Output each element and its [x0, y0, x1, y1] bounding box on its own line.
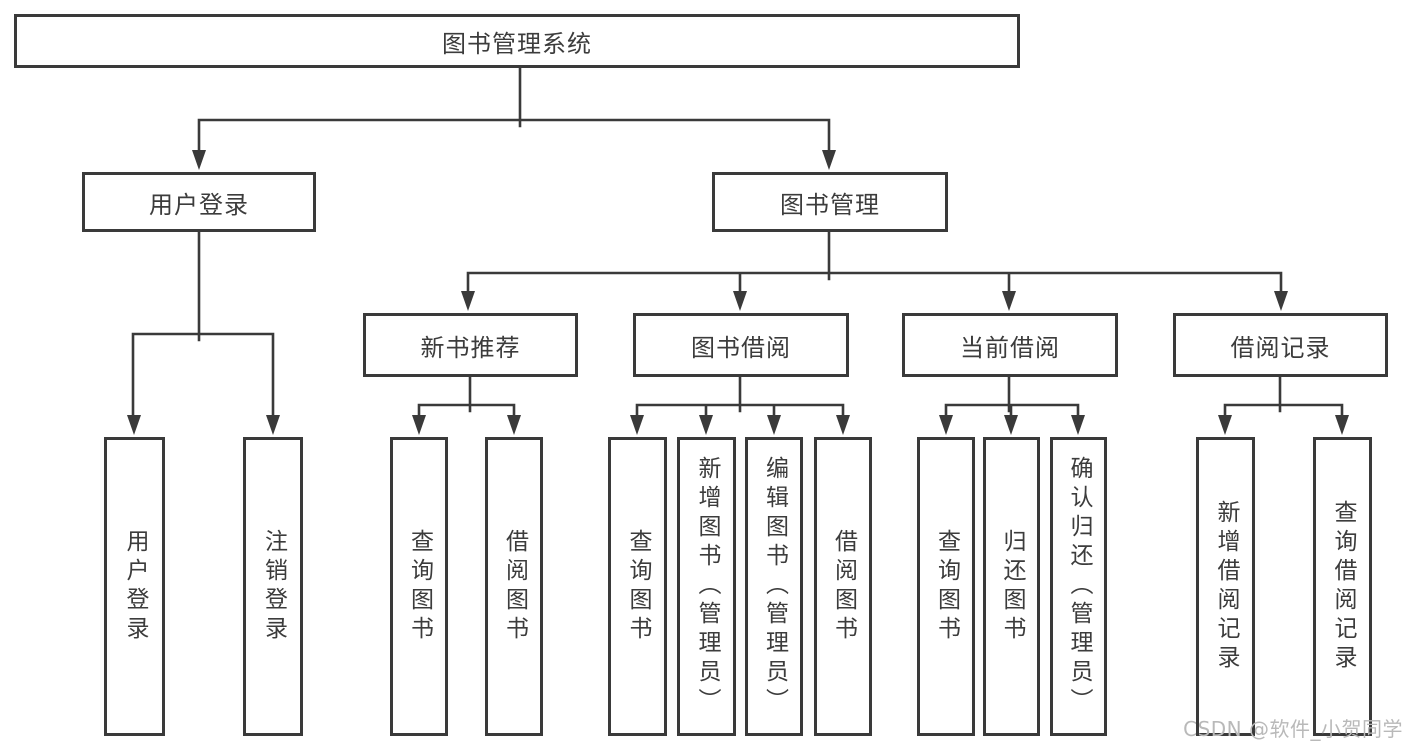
- arrow-down-icon: [733, 291, 747, 311]
- node-user-login: 用户登录: [82, 172, 316, 232]
- leaf-bb-borrow-books: 借阅图书: [814, 437, 872, 736]
- node-root-label: 图书管理系统: [442, 29, 592, 58]
- leaf-cb-return-books-label: 归还图书: [999, 528, 1025, 645]
- arrow-down-icon: [266, 415, 280, 435]
- leaf-logout-label: 注销登录: [260, 528, 287, 645]
- leaf-br-query-borrow-record: 查询借阅记录: [1313, 437, 1372, 736]
- node-root: 图书管理系统: [14, 14, 1020, 68]
- tree-connector-path: [131, 66, 1344, 420]
- arrow-down-icon: [127, 415, 141, 435]
- leaf-nb-borrow-books-label: 借阅图书: [501, 528, 528, 645]
- arrow-down-icon: [461, 291, 475, 311]
- arrow-down-icon: [699, 415, 713, 435]
- node-book-management-label: 图书管理: [780, 190, 880, 219]
- arrow-down-icon: [507, 415, 521, 435]
- leaf-bb-add-book-admin: 新增图书（管理员）: [677, 437, 736, 736]
- leaf-cb-confirm-return-admin-label: 确认归还（管理员）: [1066, 456, 1092, 717]
- leaf-cb-return-books: 归还图书: [983, 437, 1040, 736]
- node-user-login-label: 用户登录: [149, 190, 249, 219]
- node-book-management: 图书管理: [712, 172, 948, 232]
- leaf-cb-query-books: 查询图书: [917, 437, 975, 736]
- leaf-bb-query-books-label: 查询图书: [625, 528, 651, 645]
- leaf-br-add-borrow-record-label: 新增借阅记录: [1213, 499, 1239, 674]
- leaf-cb-confirm-return-admin: 确认归还（管理员）: [1050, 437, 1107, 736]
- arrow-down-icon: [767, 415, 781, 435]
- leaf-cb-query-books-label: 查询图书: [933, 528, 960, 645]
- node-book-borrow-label: 图书借阅: [691, 333, 791, 362]
- leaf-bb-add-book-admin-label: 新增图书（管理员）: [694, 456, 720, 717]
- node-current-borrow-label: 当前借阅: [960, 333, 1060, 362]
- leaf-br-query-borrow-record-label: 查询借阅记录: [1330, 499, 1356, 674]
- arrow-down-icon: [192, 150, 206, 170]
- arrow-down-icon: [1274, 291, 1288, 311]
- node-borrow-records-label: 借阅记录: [1230, 333, 1331, 362]
- arrow-down-icon: [822, 150, 836, 170]
- node-current-borrow: 当前借阅: [902, 313, 1118, 377]
- arrow-down-icon: [1071, 415, 1085, 435]
- arrow-down-icon: [1218, 415, 1232, 435]
- leaf-nb-query-books-label: 查询图书: [406, 528, 433, 645]
- arrow-down-icon: [836, 415, 850, 435]
- leaf-bb-edit-book-admin: 编辑图书（管理员）: [745, 437, 803, 736]
- arrow-down-icon: [939, 415, 953, 435]
- node-borrow-records: 借阅记录: [1173, 313, 1388, 377]
- leaf-nb-borrow-books: 借阅图书: [485, 437, 543, 736]
- node-new-book-recommend-label: 新书推荐: [420, 333, 521, 362]
- node-new-book-recommend: 新书推荐: [363, 313, 578, 377]
- arrow-down-icon: [630, 415, 644, 435]
- leaf-bb-query-books: 查询图书: [608, 437, 667, 736]
- arrow-down-icon: [412, 415, 426, 435]
- leaf-bb-edit-book-admin-label: 编辑图书（管理员）: [761, 456, 788, 717]
- leaf-nb-query-books: 查询图书: [390, 437, 448, 736]
- leaf-logout: 注销登录: [243, 437, 303, 736]
- arrow-down-icon: [1004, 415, 1018, 435]
- node-book-borrow: 图书借阅: [633, 313, 849, 377]
- arrow-down-icon: [1002, 291, 1016, 311]
- arrowheads: [127, 150, 1349, 435]
- arrow-down-icon: [1335, 415, 1349, 435]
- leaf-bb-borrow-books-label: 借阅图书: [830, 528, 857, 645]
- leaf-user-login: 用户登录: [104, 437, 165, 736]
- leaf-user-login-label: 用户登录: [122, 528, 148, 645]
- watermark: CSDN @软件_小贺同学: [1183, 717, 1403, 741]
- leaf-br-add-borrow-record: 新增借阅记录: [1196, 437, 1255, 736]
